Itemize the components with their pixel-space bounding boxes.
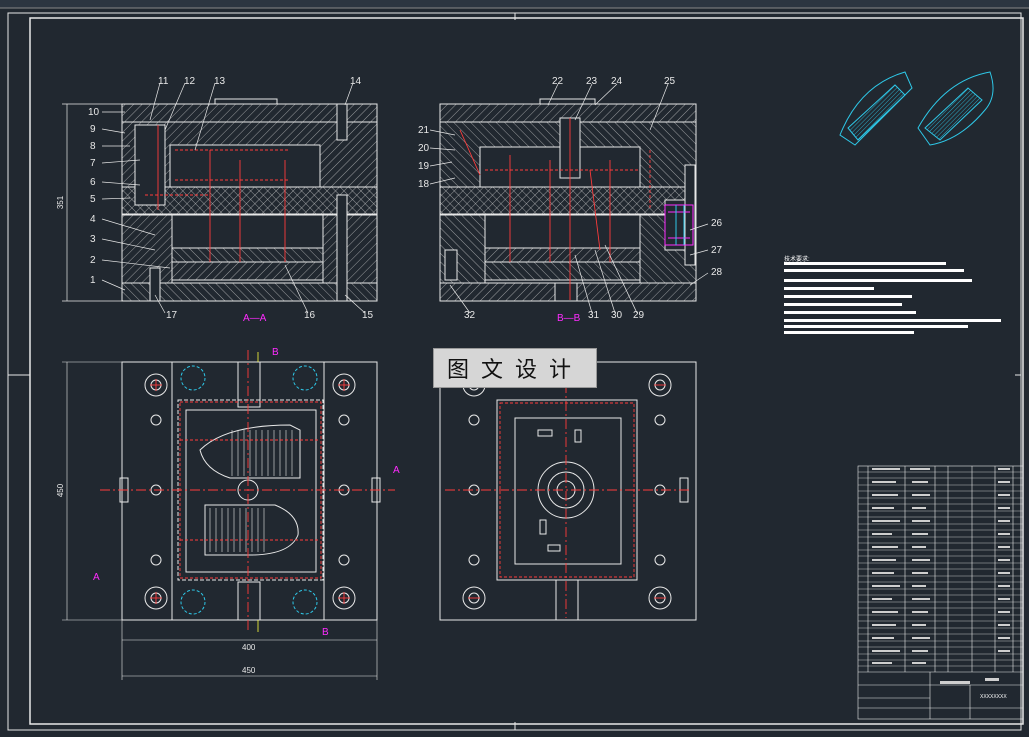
part-isometric-2	[917, 71, 994, 146]
part-label-11: 11	[158, 76, 169, 87]
part-label-12: 12	[184, 76, 196, 87]
part-label-9: 9	[90, 124, 96, 135]
part-label-14: 14	[350, 76, 362, 87]
section-mark-b-bottom: B	[322, 627, 329, 638]
section-mark-a-right: A	[393, 465, 400, 476]
section-bb-magenta-parts	[664, 204, 694, 246]
plan-left-view	[119, 361, 381, 621]
section-aa-title: A—A	[243, 313, 267, 324]
section-bb-leaders	[429, 83, 709, 314]
dim-width-400: 400	[242, 643, 256, 652]
plan-left-grille	[209, 430, 293, 552]
part-label-17: 17	[166, 310, 178, 321]
section-mark-b-top: B	[272, 347, 279, 358]
part-label-8: 8	[90, 141, 96, 152]
part-label-28: 28	[711, 267, 723, 278]
section-bb-cyan	[675, 205, 685, 245]
part-label-20: 20	[418, 143, 430, 154]
part-label-23: 23	[586, 76, 598, 87]
section-bb-hidden	[459, 118, 651, 300]
part-label-22: 22	[552, 76, 564, 87]
section-aa-hidden	[145, 125, 290, 262]
part-label-29: 29	[633, 310, 645, 321]
part-label-32: 32	[464, 310, 476, 321]
part-label-30: 30	[611, 310, 623, 321]
part-label-1: 1	[90, 275, 96, 286]
part-label-27: 27	[711, 245, 723, 256]
section-mark-a-left: A	[93, 572, 100, 583]
part-label-15: 15	[362, 310, 374, 321]
drawing-number: XXXXXXXX	[980, 694, 1007, 700]
plan-right-hidden	[445, 365, 690, 618]
watermark-banner: 图文设计	[433, 348, 597, 388]
part-label-10: 10	[88, 107, 100, 118]
bom-rows	[858, 471, 1023, 667]
part-label-16: 16	[304, 310, 316, 321]
plan-left-hidden	[100, 350, 395, 630]
part-label-3: 3	[90, 234, 96, 245]
tech-notes-title: 技术要求:	[784, 257, 810, 263]
tech-notes-lines	[784, 262, 1001, 334]
part-label-6: 6	[90, 177, 96, 188]
section-bb-view	[439, 98, 697, 302]
plan-left-cyan	[180, 365, 318, 615]
bom-cell-text	[872, 468, 1010, 684]
part-label-31: 31	[588, 310, 600, 321]
part-label-19: 19	[418, 161, 430, 172]
plan-right-view	[439, 361, 697, 621]
part-isometric-1	[839, 71, 913, 146]
part-label-5: 5	[90, 194, 96, 205]
part-label-24: 24	[611, 76, 623, 87]
section-aa-view	[121, 98, 378, 302]
part-label-7: 7	[90, 158, 96, 169]
drawing-frame	[7, 12, 1024, 731]
part-label-2: 2	[90, 255, 96, 266]
window-top-bar	[0, 0, 1029, 8]
plan-left-dims	[62, 361, 378, 680]
part-label-4: 4	[90, 214, 96, 225]
part-label-25: 25	[664, 76, 676, 87]
part-label-26: 26	[711, 218, 723, 229]
part-label-18: 18	[418, 179, 430, 190]
dim-height-351: 351	[56, 195, 66, 210]
section-aa-leaders	[62, 82, 366, 314]
part-label-13: 13	[214, 76, 226, 87]
dim-height-450: 450	[56, 483, 66, 498]
section-bb-title: B—B	[557, 313, 581, 324]
part-label-21: 21	[418, 125, 430, 136]
dim-width-450: 450	[242, 666, 256, 675]
